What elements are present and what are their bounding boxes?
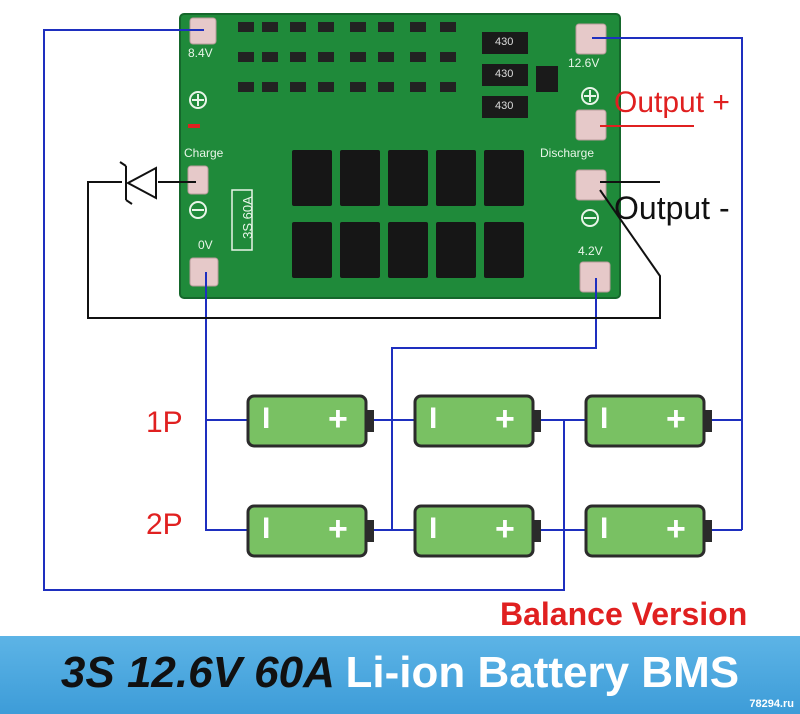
- charge-plus-mark: [188, 124, 200, 128]
- battery-cell-2p-3: [584, 504, 712, 558]
- chip-label-box: [231, 189, 253, 251]
- pad-label-4v2: 4.2V: [578, 244, 603, 258]
- battery-cell-1p-1: [246, 394, 374, 448]
- output-minus-label: Output -: [614, 190, 730, 226]
- pad-label-0v: 0V: [198, 238, 213, 252]
- pad-label-12v6: 12.6V: [568, 56, 600, 70]
- watermark: 78294.ru: [749, 698, 794, 710]
- smd-components: [238, 22, 456, 92]
- battery-plus-mark: +: [666, 510, 686, 548]
- chip-label: 3S 60A: [239, 196, 255, 239]
- battery-minus-mark: I: [429, 402, 438, 435]
- shunt-resistors: [482, 32, 558, 118]
- pad-label-8v4: 8.4V: [188, 46, 213, 60]
- battery-plus-mark: +: [328, 400, 348, 438]
- title-banner: [0, 636, 800, 714]
- wires: [43, 29, 743, 591]
- battery-plus-mark: +: [666, 400, 686, 438]
- output-plus-label: Output +: [614, 86, 730, 119]
- battery-cell-2p-1: [246, 504, 374, 558]
- resistor-label-2: 430: [495, 68, 514, 80]
- battery-plus-mark: +: [495, 510, 515, 548]
- battery-minus-mark: I: [600, 402, 609, 435]
- balance-version-label: Balance Version: [500, 596, 748, 632]
- banner-title: 3S 12.6V 60A Li-ion Battery BMS: [0, 648, 800, 698]
- battery-minus-mark: I: [262, 402, 271, 435]
- battery-minus-mark: I: [600, 512, 609, 545]
- pad-label-charge: Charge: [184, 146, 224, 160]
- battery-cell-2p-2: [413, 504, 541, 558]
- pad-label-discharge: Discharge: [540, 146, 595, 160]
- battery-minus-mark: I: [262, 512, 271, 545]
- resistor-label-1: 430: [495, 36, 514, 48]
- row-label-2p: 2P: [146, 508, 183, 541]
- banner-title-spec: 3S 12.6V 60A: [60, 648, 334, 697]
- diode-icon: [119, 161, 157, 205]
- battery-plus-mark: +: [495, 400, 515, 438]
- battery-cells: [246, 394, 712, 558]
- bms-board: [179, 13, 621, 299]
- resistor-label-3: 430: [495, 100, 514, 112]
- solder-pads: [187, 17, 611, 293]
- charge-loop-wire: [87, 181, 661, 319]
- battery-minus-mark: I: [429, 512, 438, 545]
- banner-title-product: Li-ion Battery BMS: [345, 648, 740, 697]
- battery-cell-1p-3: [584, 394, 712, 448]
- battery-cell-1p-2: [413, 394, 541, 448]
- mosfets: [292, 150, 524, 278]
- board-polarity-marks: [189, 87, 599, 227]
- battery-plus-mark: +: [328, 510, 348, 548]
- row-label-1p: 1P: [146, 406, 183, 439]
